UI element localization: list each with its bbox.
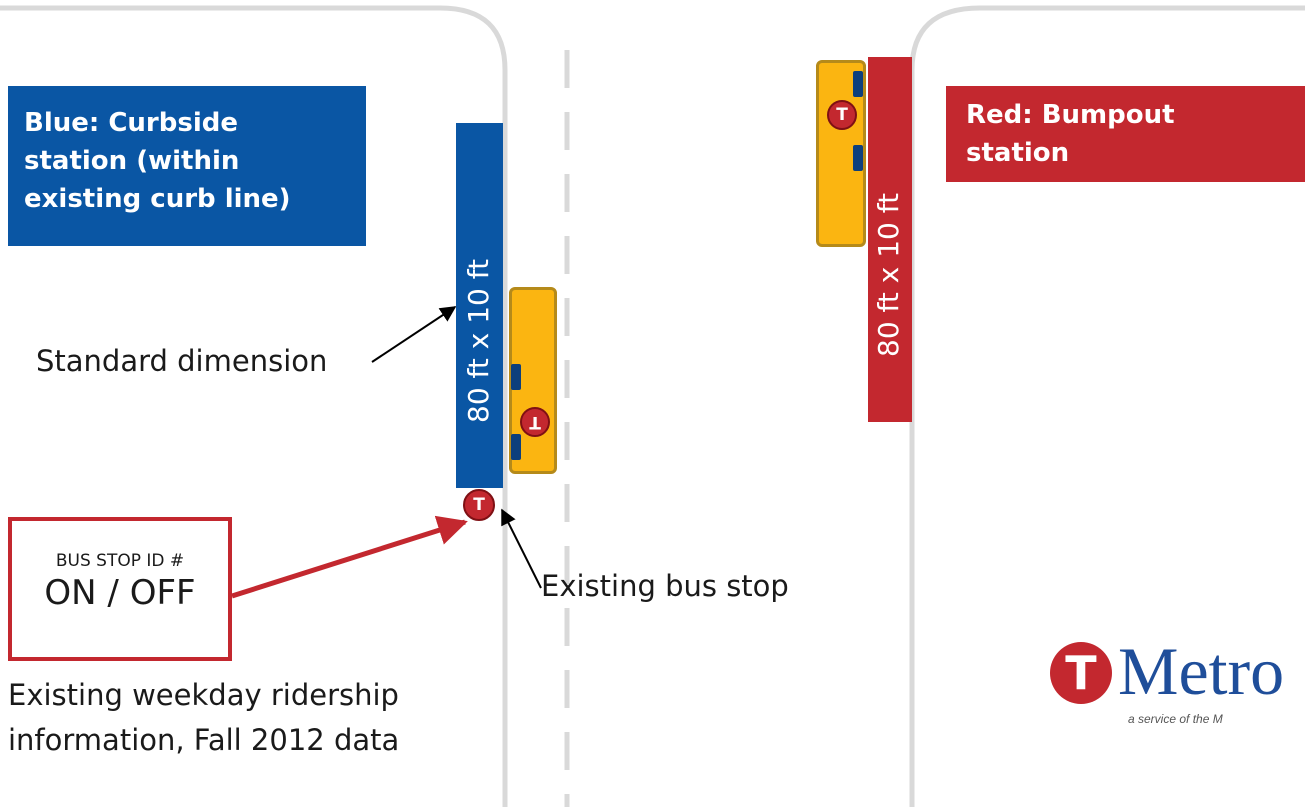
existing-bus-stop-callout: Existing bus stop — [541, 569, 789, 603]
ridership-arrow — [231, 515, 468, 599]
existing-stop-arrow — [501, 508, 542, 589]
bus-door — [511, 364, 521, 390]
bus-door — [853, 145, 863, 171]
metro-logo-tagline: a service of the M — [1128, 712, 1223, 726]
right-curb-line — [909, 5, 1305, 807]
bus-door — [853, 71, 863, 97]
metro-t-icon: T — [827, 100, 857, 130]
bumpout-station-label: Red: Bumpout station — [946, 86, 1305, 182]
curbside-station-label: Blue: Curbside station (within existing … — [8, 86, 366, 246]
bus-stop-id-box: BUS STOP ID # ON / OFF — [8, 517, 232, 661]
ridership-callout-line1: Existing weekday ridership — [8, 678, 399, 712]
metro-t-logo-icon: T — [1050, 642, 1112, 704]
standard-dimension-callout: Standard dimension — [36, 344, 328, 378]
curbside-station: 80 ft x 10 ft — [456, 123, 503, 488]
existing-bus-stop-icon: T — [463, 489, 495, 521]
metro-logo-name: Metro — [1118, 638, 1285, 709]
metro-t-icon: T — [520, 407, 550, 437]
metro-logo: T Metro a service of the M — [1040, 638, 1305, 748]
bus-stop-id-label: BUS STOP ID # — [55, 551, 185, 571]
bumpout-station: 80 ft x 10 ft — [868, 57, 912, 422]
left-curb-line — [0, 5, 508, 807]
bus-bumpout: T — [816, 60, 866, 247]
curbside-station-dimension: 80 ft x 10 ft — [462, 258, 495, 423]
standard-dimension-arrow — [371, 306, 457, 363]
bumpout-station-dimension: 80 ft x 10 ft — [872, 192, 905, 357]
bus-curbside: T — [509, 287, 557, 474]
on-off-label: ON / OFF — [44, 573, 196, 613]
bus-door — [511, 434, 521, 460]
ridership-callout-line2: information, Fall 2012 data — [8, 723, 400, 757]
